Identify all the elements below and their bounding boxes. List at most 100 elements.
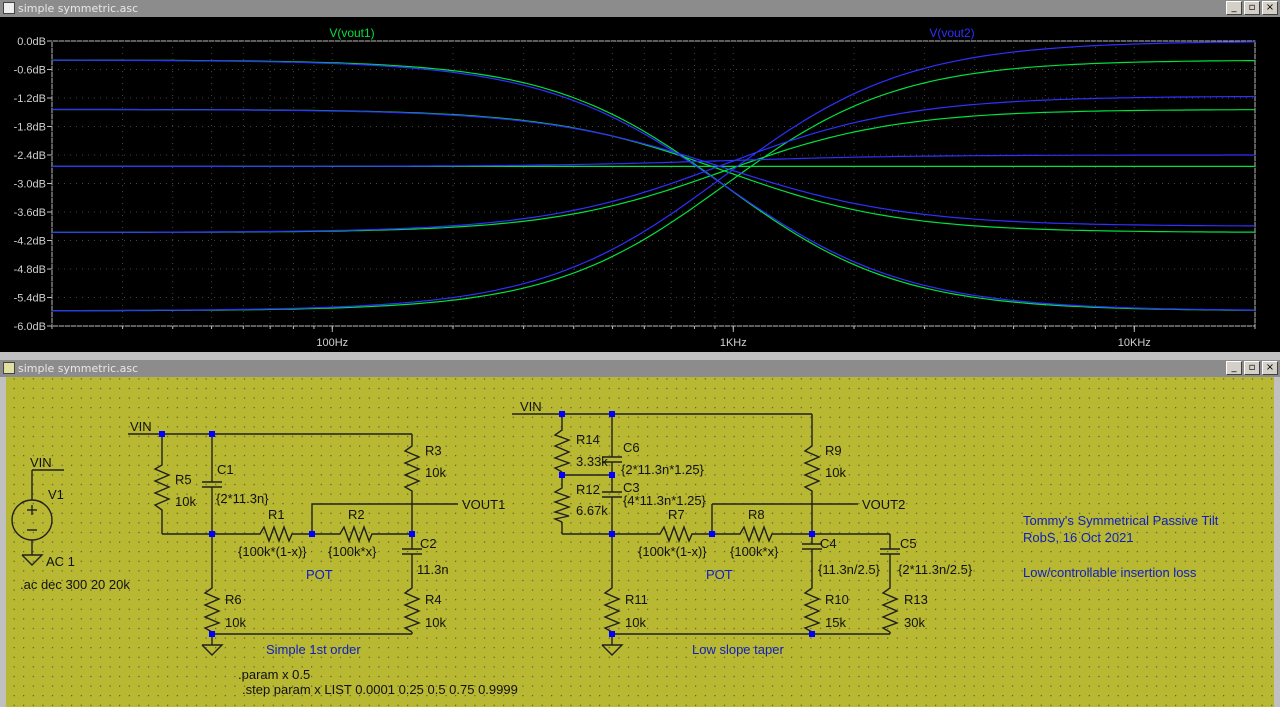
component-name-R7: R7	[668, 507, 685, 522]
schematic-window[interactable]: simple symmetric.asc _ ▫ ×	[0, 353, 1280, 707]
resistor-R14	[553, 425, 572, 473]
y-tick-label: -3.6dB	[14, 207, 46, 219]
legend-vout1: V(vout1)	[329, 26, 374, 40]
plot-background	[0, 17, 1280, 352]
minimize-icon[interactable]: _	[1226, 1, 1242, 15]
wires-circuit-1	[31, 433, 458, 645]
step-directive: .step param x LIST 0.0001 0.25 0.5 0.75 …	[242, 682, 518, 697]
component-value-C5: {2*11.3n/2.5}	[898, 562, 973, 577]
component-value-C6: {2*11.3n*1.25}	[621, 462, 705, 477]
component-name-R3: R3	[425, 443, 442, 458]
component-name-C1: C1	[217, 462, 234, 477]
component-value-R14: 3.33k	[576, 454, 608, 469]
plot-window-title: simple symmetric.asc	[18, 2, 139, 15]
resistor-R8	[735, 524, 775, 544]
component-value-R11: 10k	[625, 615, 646, 630]
caption-low-slope-taper: Low slope taper	[692, 642, 784, 657]
resistor-R1	[255, 524, 295, 544]
component-name-R11: R11	[625, 592, 648, 607]
y-tick-label: -1.2dB	[14, 93, 46, 105]
restore-icon[interactable]: ▫	[1244, 1, 1260, 15]
component-value-R1: {100k*(1-x)}	[238, 544, 307, 559]
voltage-source-V1	[11, 499, 53, 541]
component-value-R12: 6.67k	[576, 503, 608, 518]
component-value-R5: 10k	[175, 494, 196, 509]
component-name-R8: R8	[748, 507, 765, 522]
restore-icon[interactable]: ▫	[1244, 361, 1260, 375]
caption-simple-first-order: Simple 1st order	[266, 642, 361, 657]
resistor-R7	[655, 524, 695, 544]
info-author: RobS, 16 Oct 2021	[1023, 530, 1134, 545]
resistor-R2	[335, 524, 375, 544]
net-label-vout1: VOUT1	[462, 497, 505, 512]
minimize-icon[interactable]: _	[1226, 361, 1242, 375]
legend-vout2: V(vout2)	[929, 26, 974, 40]
ground-icon	[21, 554, 44, 566]
component-value-R13: 30k	[904, 615, 925, 630]
net-label-vin: VIN	[30, 455, 52, 470]
x-tick-label: 100Hz	[316, 337, 348, 349]
plot-window-titlebar[interactable]: simple symmetric.asc _ ▫ ×	[0, 0, 1280, 17]
component-value-C2: 11.3n	[417, 562, 449, 577]
info-note: Low/controllable insertion loss	[1023, 565, 1197, 580]
pot-label: POT	[706, 567, 733, 582]
component-value-R9: 10k	[825, 465, 846, 480]
trace-vvout2-step-2	[52, 154, 1255, 167]
y-tick-label: -6.0dB	[14, 321, 46, 333]
schematic-grid-dots	[6, 377, 1274, 707]
window-separator	[0, 353, 1280, 359]
capacitor-C3	[602, 491, 622, 498]
y-tick-label: -4.2dB	[14, 236, 46, 248]
param-directive: .param x 0.5	[238, 667, 310, 682]
trace-vvout2-step-3	[52, 95, 1256, 233]
component-symbols	[11, 425, 900, 656]
plot-traces	[52, 41, 1256, 312]
component-name-R2: R2	[348, 507, 365, 522]
schematic-app-icon	[3, 362, 15, 374]
component-value-R7: {100k*(1-x)}	[638, 544, 707, 559]
capacitor-C2	[402, 548, 422, 555]
schematic-canvas[interactable]: VIN VIN VIN VOUT1 VOUT2 V1 AC 1 .ac dec …	[0, 377, 1280, 707]
plot-window[interactable]: simple symmetric.asc _ ▫ × 0.0dB-0.6dB-1…	[0, 0, 1280, 352]
schematic-window-titlebar[interactable]: simple symmetric.asc _ ▫ ×	[0, 360, 1280, 377]
component-value-R8: {100k*x}	[730, 544, 779, 559]
component-value-R10: 15k	[825, 615, 846, 630]
capacitor-C5	[880, 548, 900, 555]
y-tick-label: -0.6dB	[14, 65, 46, 77]
component-name-R10: R10	[825, 592, 849, 607]
junctions	[159, 411, 815, 637]
component-value-R4: 10k	[425, 615, 446, 630]
capacitor-C1	[202, 481, 222, 488]
resistor-R3	[403, 440, 421, 495]
y-tick-label: -3.0dB	[14, 179, 46, 191]
x-axis: 100Hz 1KHz 10KHz	[316, 337, 1150, 349]
trace-vvout2-step-4	[52, 41, 1256, 312]
waveform-app-icon	[3, 2, 15, 14]
component-name-R12: R12	[576, 482, 600, 497]
bode-plot[interactable]: 0.0dB-0.6dB-1.2dB-1.8dB-2.4dB-3.0dB-3.6d…	[0, 17, 1280, 352]
component-name-V1: V1	[48, 487, 64, 502]
y-tick-label: -1.8dB	[14, 122, 46, 134]
component-name-R13: R13	[904, 592, 928, 607]
component-value-C4: {11.3n/2.5}	[818, 562, 881, 577]
resistor-R10	[803, 582, 821, 633]
resistor-R11	[603, 582, 621, 633]
info-title: Tommy's Symmetrical Passive Tilt	[1023, 513, 1219, 528]
component-name-R6: R6	[225, 592, 242, 607]
close-icon[interactable]: ×	[1262, 1, 1278, 15]
schematic-window-title: simple symmetric.asc	[18, 362, 139, 375]
component-value-R6: 10k	[225, 615, 246, 630]
component-name-C4: C4	[820, 536, 837, 551]
x-tick-label: 10KHz	[1118, 337, 1151, 349]
net-label-vin: VIN	[130, 419, 152, 434]
x-tick-label: 1KHz	[720, 337, 747, 349]
component-name-C2: C2	[420, 536, 437, 551]
trace-vvout2-step-1	[52, 108, 1255, 227]
y-axis: 0.0dB-0.6dB-1.2dB-1.8dB-2.4dB-3.0dB-3.6d…	[14, 36, 46, 333]
component-name-R9: R9	[825, 443, 842, 458]
resistor-R6	[203, 582, 221, 633]
ground-icon	[201, 644, 224, 656]
resistor-R12	[552, 484, 572, 523]
close-icon[interactable]: ×	[1262, 361, 1278, 375]
pot-label: POT	[306, 567, 333, 582]
